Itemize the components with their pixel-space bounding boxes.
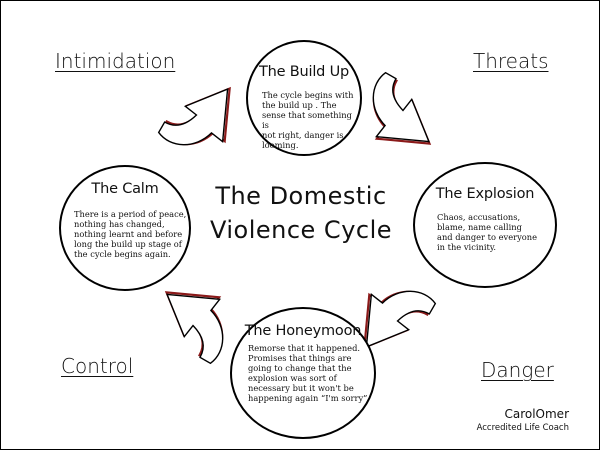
- brand-name: CarolOmer: [504, 407, 569, 421]
- label-intimidation: Intimidation: [55, 49, 176, 73]
- label-control: Control: [61, 354, 134, 378]
- brand-subtitle: Accredited Life Coach: [476, 423, 569, 433]
- branding: CarolOmer Accredited Life Coach: [477, 406, 569, 434]
- stage-calm: The Calm There is a period of peace, not…: [59, 165, 191, 291]
- label-threats: Threats: [473, 49, 549, 73]
- stage-description: The cycle begins with the build up . The…: [262, 90, 354, 150]
- stage-title: The Build Up: [258, 64, 349, 80]
- diagram-title: The Domestic Violence Cycle: [209, 182, 393, 244]
- arrow-calm-to-build-up: [156, 68, 250, 166]
- stage-title: The Explosion: [435, 186, 535, 202]
- arrow-honeymoon-to-calm: [146, 272, 244, 366]
- stage-description: Remorse that it happened. Promises that …: [248, 343, 368, 403]
- stage-title: The Honeymoon: [244, 323, 362, 339]
- stage-build-up: The Build Up The cycle begins with the b…: [246, 40, 362, 156]
- stage-honeymoon: The Honeymoon Remorse that it happened. …: [230, 307, 376, 439]
- stage-description: There is a period of peace, nothing has …: [74, 209, 187, 259]
- stage-description: Chaos, accusations, blame, name calling …: [437, 212, 538, 252]
- stage-explosion: The Explosion Chaos, accusations, blame,…: [413, 162, 557, 288]
- arrow-build-up-to-explosion: [352, 70, 450, 164]
- stage-title: The Calm: [91, 181, 159, 197]
- label-danger: Danger: [481, 358, 554, 382]
